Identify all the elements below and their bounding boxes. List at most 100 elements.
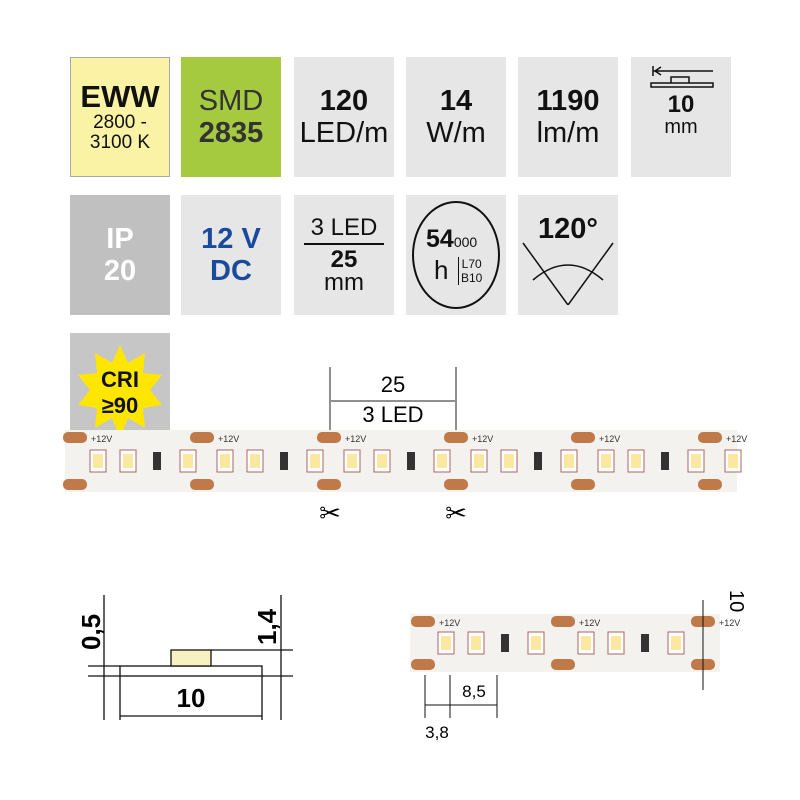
power-value: 14	[439, 85, 473, 117]
beam-angle-icon	[522, 242, 614, 305]
solder-pad	[551, 659, 575, 670]
pad-label: +12V	[599, 434, 620, 444]
led-emitter	[437, 454, 447, 468]
tile-voltage: 12 V DC	[181, 195, 281, 315]
strip-width-label: 10	[725, 590, 747, 612]
tile-power: 14 W/m	[406, 57, 506, 177]
width-label: 10	[177, 683, 206, 713]
led-emitter	[601, 454, 611, 468]
pad-label: +12V	[439, 618, 460, 628]
lifetime-suffix: 000	[453, 234, 478, 250]
cri-value: ≥90	[101, 393, 139, 418]
led-emitter	[671, 636, 681, 650]
solder-pad	[411, 659, 435, 670]
strip-width-icon	[650, 66, 714, 88]
pad-label: +12V	[91, 434, 112, 444]
solder-pad	[698, 479, 722, 490]
resistor	[661, 452, 669, 470]
cut-length: 25	[330, 246, 358, 273]
power-unit: W/m	[426, 117, 486, 149]
lifetime-value: 54	[426, 225, 454, 253]
led-emitter	[123, 454, 133, 468]
led-emitter	[564, 454, 574, 468]
chip-type: SMD	[198, 85, 264, 117]
dim-leds-label: 3 LED	[362, 402, 423, 427]
cut-unit: mm	[324, 269, 364, 296]
led-emitter	[441, 636, 451, 650]
solder-pad	[444, 479, 468, 490]
flux-unit: lm/m	[536, 117, 600, 149]
led-emitter	[471, 636, 481, 650]
solder-pad	[190, 432, 214, 443]
voltage-type: DC	[210, 255, 252, 287]
cct-line2: 3100 K	[89, 132, 151, 153]
ip-value: 20	[103, 255, 137, 287]
strip-body	[65, 430, 737, 492]
scissors-icon[interactable]: ✂	[445, 498, 467, 528]
cut-dimension: 25 3 LED	[329, 367, 457, 455]
solder-pad	[551, 616, 575, 627]
cct-line1: 2800 -	[93, 112, 147, 133]
solder-pad	[698, 432, 722, 443]
solder-pad	[317, 479, 341, 490]
led-emitter	[631, 454, 641, 468]
solder-pad	[63, 432, 87, 443]
solder-pad	[571, 432, 595, 443]
density-unit: LED/m	[299, 117, 389, 149]
resistor	[501, 634, 509, 652]
led-emitter	[691, 454, 701, 468]
pad-label: +12V	[579, 618, 600, 628]
color-code: EWW	[80, 79, 160, 114]
led-emitter	[611, 636, 621, 650]
solder-pad	[63, 479, 87, 490]
tile-cut-unit: 3 LED 25 mm	[294, 195, 394, 315]
led-emitter	[474, 454, 484, 468]
flux-value: 1190	[536, 85, 600, 117]
solder-pad	[317, 432, 341, 443]
tile-chip: SMD 2835	[181, 57, 281, 177]
cut-leds: 3 LED	[310, 214, 378, 241]
tile-density: 120 LED/m	[294, 57, 394, 177]
density-value: 120	[319, 85, 369, 117]
pad-label: +12V	[345, 434, 366, 444]
lifetime-b10: B10	[461, 271, 483, 285]
voltage-value: 12 V	[201, 223, 261, 255]
tile-beam-angle: 120°	[518, 195, 618, 315]
led-emitter	[581, 636, 591, 650]
chip-model: 2835	[198, 117, 264, 149]
resistor	[280, 452, 288, 470]
solder-pad	[444, 432, 468, 443]
solder-pad	[190, 479, 214, 490]
resistor	[641, 634, 649, 652]
pad-label: +12V	[472, 434, 493, 444]
tile-ip-rating: IP 20	[70, 195, 170, 315]
pad-label: +12V	[719, 618, 740, 628]
led-emitter	[310, 454, 320, 468]
cri-label: CRI	[101, 367, 139, 392]
tile-flux: 1190 lm/m	[518, 57, 618, 177]
resistor	[534, 452, 542, 470]
led-emitter	[531, 636, 541, 650]
led-emitter	[250, 454, 260, 468]
lifetime-unit: h	[434, 255, 449, 285]
cross-section	[88, 595, 293, 720]
led-emitter	[220, 454, 230, 468]
ip-label: IP	[106, 223, 134, 255]
width-value: 10	[667, 91, 695, 118]
pad-label: +12V	[726, 434, 747, 444]
pad-label: +12V	[218, 434, 239, 444]
led-emitter	[377, 454, 387, 468]
angle-value: 120°	[538, 213, 598, 245]
pitch2-label: 8,5	[462, 682, 486, 701]
dim-length-label: 25	[381, 372, 405, 397]
star-burst-icon	[78, 345, 162, 438]
lifetime-l70: L70	[461, 257, 482, 271]
scissors-icon[interactable]: ✂	[319, 498, 341, 528]
cut-divider	[304, 243, 384, 245]
led-emitter	[93, 454, 103, 468]
led-emitter	[728, 454, 738, 468]
tile-width: 10 mm	[631, 57, 731, 177]
